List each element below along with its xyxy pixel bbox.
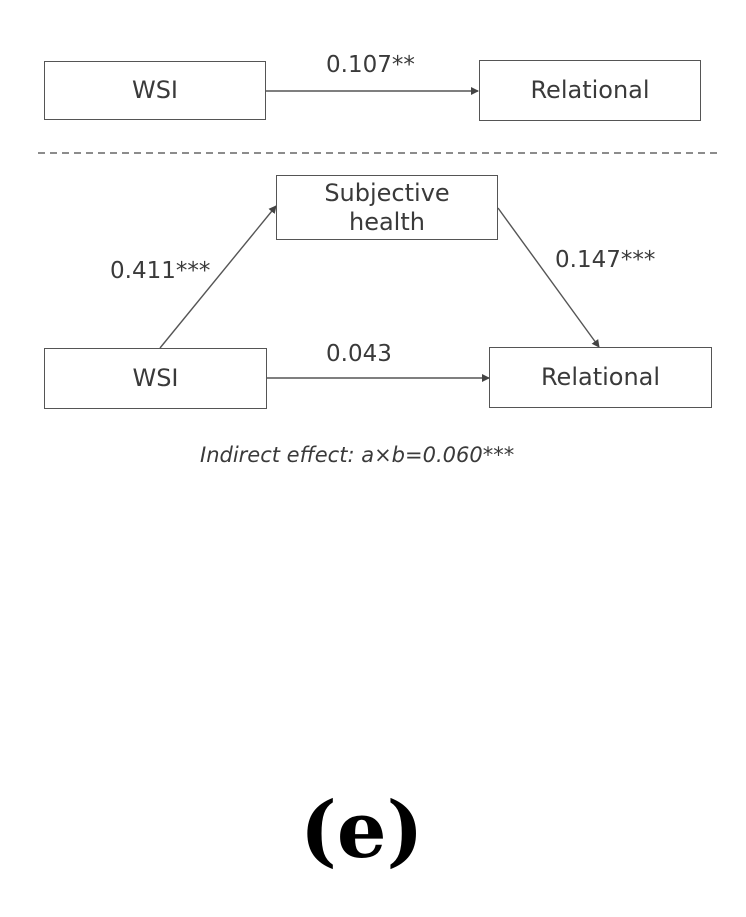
- path-b-arrow: [497, 207, 600, 348]
- path-a-coefficient: 0.411***: [110, 258, 211, 284]
- path-c-prime-coefficient: 0.043: [326, 341, 392, 367]
- path-b-coefficient: 0.147***: [555, 247, 656, 273]
- top-wsi-label: WSI: [131, 76, 179, 105]
- bottom-wsi-box: WSI: [44, 348, 267, 409]
- top-relational-box: Relational: [479, 60, 701, 121]
- mediator-box: Subjective health: [276, 175, 498, 240]
- panel-label: (e): [300, 785, 424, 876]
- mediator-label-line2: health: [349, 207, 425, 236]
- top-relational-label: Relational: [530, 76, 650, 105]
- top-wsi-box: WSI: [44, 61, 266, 120]
- indirect-effect-note: Indirect effect: a×b=0.060***: [200, 443, 515, 467]
- bottom-relational-label: Relational: [540, 363, 661, 392]
- mediator-label-line1: Subjective: [324, 178, 450, 207]
- bottom-relational-box: Relational: [489, 347, 712, 408]
- bottom-wsi-label: WSI: [132, 364, 179, 393]
- path-a-arrow: [159, 205, 277, 349]
- top-path-coefficient: 0.107**: [326, 52, 415, 78]
